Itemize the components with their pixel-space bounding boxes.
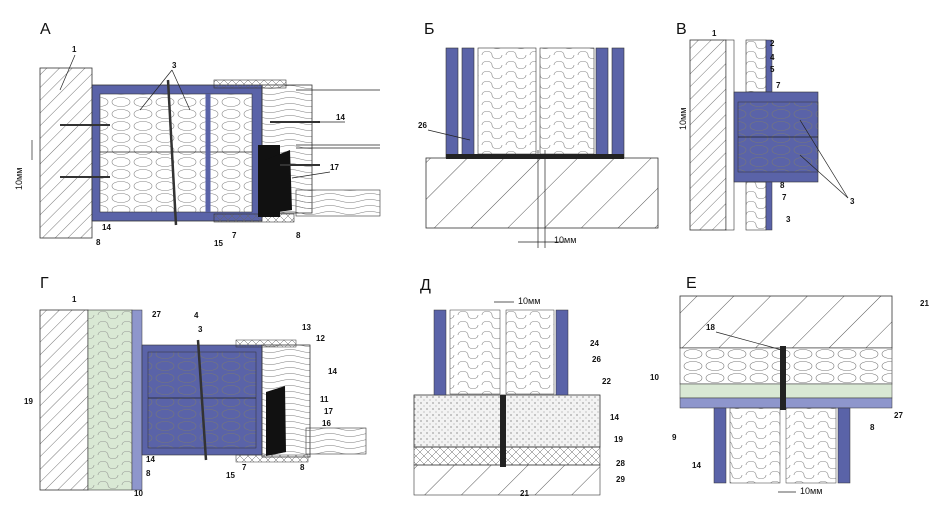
panel-b: Б 10мм 26 — [418, 21, 659, 248]
panel-a-title: А — [40, 21, 51, 38]
callout-v-3b: 3 — [786, 215, 791, 224]
callout-d-14: 14 — [610, 413, 619, 422]
black-sealant — [265, 150, 292, 214]
dim-e: 10мм — [800, 486, 822, 496]
callout-e-27: 27 — [894, 411, 903, 420]
callout-g-27: 27 — [152, 310, 161, 319]
callout-a-3: 3 — [172, 61, 177, 70]
panel-a: А 10мм 1 3 14 17 14 — [14, 21, 381, 248]
panel-d: Д 10мм 24 26 22 14 19 28 29 21 — [413, 277, 625, 498]
callout-g-3: 3 — [198, 325, 203, 334]
callout-e-9: 9 — [672, 433, 677, 442]
callout-g-1: 1 — [72, 295, 77, 304]
callout-g-8: 8 — [146, 469, 151, 478]
callout-g-15: 15 — [226, 471, 235, 480]
callout-g-13: 13 — [302, 323, 311, 332]
panel-d-title: Д — [420, 277, 431, 294]
floor-slab — [425, 157, 659, 229]
callout-g-4: 4 — [194, 311, 199, 320]
dim-a: 10мм — [14, 168, 24, 190]
callout-e-14: 14 — [692, 461, 701, 470]
panel-v: В 10мм 1 2 4 5 7 3 8 7 3 — [676, 21, 855, 231]
callout-g-16: 16 — [322, 419, 331, 428]
wall-hatch — [39, 67, 93, 239]
callout-v-5: 5 — [770, 65, 775, 74]
panel-e: Е 10мм 21 18 10 9 14 27 8 — [650, 275, 929, 496]
callout-g-7: 7 — [242, 463, 247, 472]
callout-a-17: 17 — [330, 163, 339, 172]
callout-e-8: 8 — [870, 423, 875, 432]
callout-a-14b: 14 — [102, 223, 111, 232]
callout-d-22: 22 — [602, 377, 611, 386]
callout-a-1: 1 — [72, 45, 77, 54]
callout-d-29: 29 — [616, 475, 625, 484]
dim-v: 10мм — [678, 108, 688, 130]
panel-g: Г 1 27 4 3 13 12 14 19 11 17 16 14 8 15 … — [24, 275, 367, 498]
callout-a-8b: 8 — [296, 231, 301, 240]
panel-b-title: Б — [424, 21, 435, 38]
callout-v-3: 3 — [850, 197, 855, 206]
callout-d-21: 21 — [520, 489, 529, 498]
callout-v-8: 8 — [780, 181, 785, 190]
callout-g-8b: 8 — [300, 463, 305, 472]
callout-a-8: 8 — [96, 238, 101, 247]
callout-d-28: 28 — [616, 459, 625, 468]
callout-a-14: 14 — [336, 113, 345, 122]
panel-v-title: В — [676, 21, 687, 38]
callout-b-26: 26 — [418, 121, 427, 130]
dim-d: 10мм — [518, 296, 540, 306]
callout-g-14b: 14 — [146, 455, 155, 464]
callout-v-7b: 7 — [782, 193, 787, 202]
callout-a-7: 7 — [232, 231, 237, 240]
callout-g-14: 14 — [328, 367, 337, 376]
callout-e-21: 21 — [920, 299, 929, 308]
panel-g-title: Г — [40, 275, 49, 292]
callout-v-4: 4 — [770, 53, 775, 62]
callout-d-24: 24 — [590, 339, 599, 348]
callout-e-18: 18 — [706, 323, 715, 332]
callout-g-11: 11 — [320, 395, 329, 404]
dim-b: 10мм — [554, 235, 576, 245]
callout-v-7: 7 — [776, 81, 781, 90]
callout-d-26: 26 — [592, 355, 601, 364]
callout-g-12: 12 — [316, 334, 325, 343]
callout-v-2: 2 — [770, 39, 775, 48]
callout-g-19: 19 — [24, 397, 33, 406]
callout-v-1: 1 — [712, 29, 717, 38]
callout-a-15: 15 — [214, 239, 223, 248]
callout-g-17: 17 — [324, 407, 333, 416]
callout-e-10: 10 — [650, 373, 659, 382]
callout-g-10: 10 — [134, 489, 143, 498]
panel-e-title: Е — [686, 275, 697, 292]
callout-d-19: 19 — [614, 435, 623, 444]
